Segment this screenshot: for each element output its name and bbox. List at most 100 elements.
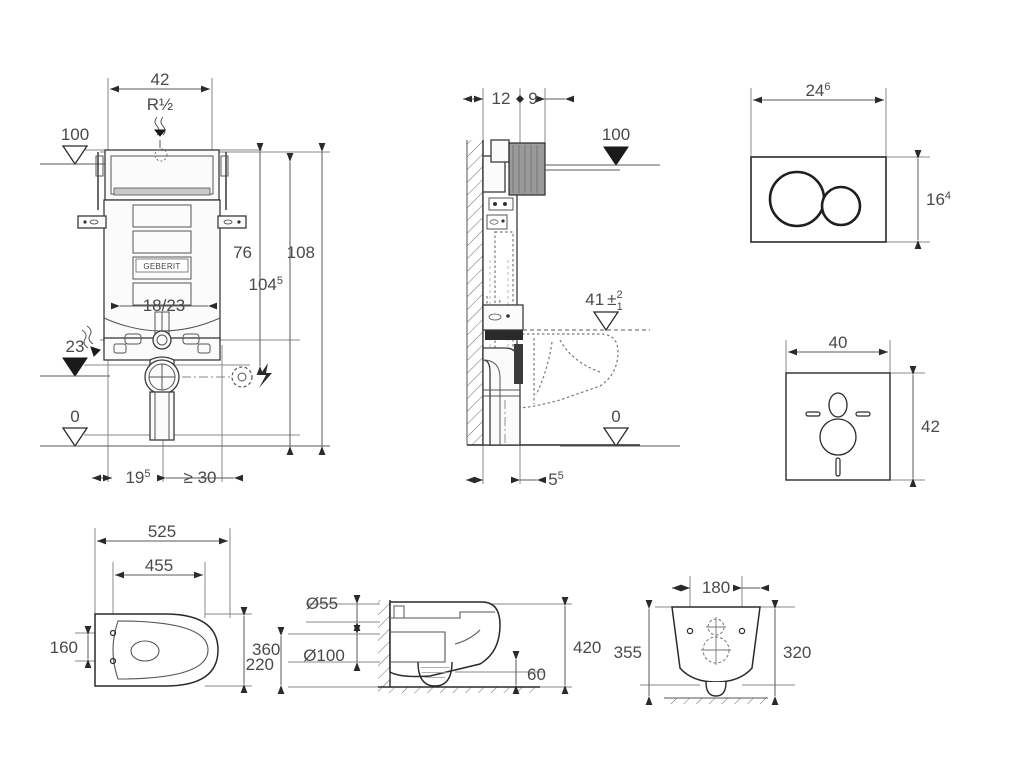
- dim-label-320: 320: [783, 643, 811, 662]
- dim-40: 40: [788, 333, 888, 356]
- floor-hatch-front: [664, 698, 768, 704]
- view-wc-side: Ø55 Ø100 220 60: [246, 594, 601, 694]
- dim-label-76: 76: [233, 243, 252, 262]
- dim-12: 12: [463, 89, 510, 108]
- level-marker-100-section: 100: [545, 125, 660, 166]
- wc-bowl-rim: [112, 620, 209, 680]
- view-front-elevation: 42 R½ 100: [40, 70, 330, 487]
- dim-label-55-offset: 55: [548, 470, 564, 489]
- dim-min30: ≥ 30: [157, 468, 243, 487]
- dim-label-195: 195: [125, 468, 150, 487]
- lightning-icon: [259, 363, 272, 388]
- dim-label-246: 246: [805, 81, 830, 100]
- dim-1823: 18/23: [111, 296, 217, 315]
- dim-1045: 1045: [249, 153, 294, 455]
- dim-label-180: 180: [702, 578, 730, 597]
- dim-220: 220: [246, 627, 285, 694]
- outlet-symbol-front: [701, 635, 731, 665]
- level-label-100-section: 100: [602, 125, 630, 144]
- dim-108: 108: [287, 143, 326, 455]
- level-label-0-front: 0: [70, 407, 79, 426]
- electric-socket-symbol: [182, 363, 272, 388]
- drain-outlet: [144, 356, 180, 441]
- level-marker-0-section: 0: [560, 407, 680, 448]
- dim-42: 42: [909, 366, 940, 487]
- dim-9: 9: [516, 89, 574, 108]
- bolt-hole-bottom: [109, 657, 117, 665]
- brand-plate: [135, 258, 189, 273]
- dim-label-160: 160: [50, 638, 78, 657]
- wc-connection: [482, 304, 524, 340]
- supply-box-top: [482, 139, 620, 196]
- dim-label-42: 42: [151, 70, 170, 89]
- dim-label-420: 420: [573, 638, 601, 657]
- view-wc-top: 525 455 160 360: [50, 522, 280, 693]
- flush-button-small[interactable]: [820, 185, 862, 227]
- dim-label-164: 164: [926, 190, 951, 209]
- dim-360: 360: [240, 607, 280, 693]
- dim-455: 455: [115, 556, 203, 579]
- mat-slot-right: [855, 411, 871, 417]
- supply-arrow-icon: [153, 116, 167, 148]
- mat-hole-vent: [828, 392, 848, 418]
- wall-section: [466, 140, 484, 445]
- dim-420: 420: [561, 597, 601, 694]
- level-marker-100-front: 100: [40, 125, 110, 166]
- mounting-rail-right: [217, 215, 247, 229]
- mounting-rail-left: [77, 215, 107, 229]
- dim-label-220: 220: [246, 655, 274, 674]
- cistern-body: GEBERIT: [77, 148, 247, 361]
- dim-vent55: Ø55: [306, 594, 361, 631]
- mat-hole-outlet: [819, 418, 857, 456]
- wc-trap-side: [417, 661, 453, 687]
- dim-525: 525: [97, 522, 228, 545]
- bolt-hole-front-right: [738, 627, 746, 635]
- brand-label: GEBERIT: [143, 262, 180, 271]
- dim-355: 355: [614, 600, 653, 705]
- view-flush-plate: 246 164: [750, 81, 951, 249]
- dim-160: 160: [50, 626, 92, 668]
- supply-inlet-left: [81, 325, 101, 357]
- view-side-section: 12 9: [463, 88, 680, 489]
- dim-outlet100: Ø100: [303, 625, 361, 671]
- dim-label-360: 360: [252, 640, 280, 659]
- wc-outlet-plan: [130, 640, 160, 662]
- dim-246: 246: [753, 81, 884, 104]
- level-label-0-section: 0: [611, 407, 620, 426]
- dim-42: 42: [110, 70, 210, 93]
- flush-button-large[interactable]: [768, 170, 826, 228]
- drain-elbow-section: [482, 344, 523, 446]
- dim-label-1045: 1045: [249, 275, 284, 294]
- dim-label-outlet100: Ø100: [303, 646, 345, 665]
- view-wc-front: 180 355 320: [614, 576, 811, 705]
- dim-label-thread: R½: [147, 95, 173, 114]
- dim-195: 195: [92, 468, 151, 487]
- wall-bolts: [113, 311, 211, 354]
- dim-label-vent55: Ø55: [306, 594, 338, 613]
- dim-label-12: 12: [492, 89, 511, 108]
- level-label-100-front: 100: [61, 125, 89, 144]
- level-marker-0-front: 0: [40, 407, 330, 448]
- mat-slot-bottom: [835, 457, 841, 477]
- dim-label-min30: ≥ 30: [184, 468, 217, 487]
- wc-outlet-front: [705, 681, 727, 697]
- dim-164: 164: [914, 150, 951, 249]
- bolt-hole-top: [109, 629, 117, 637]
- floor-hatch-side: [378, 687, 538, 693]
- dim-180: 180: [672, 578, 769, 597]
- trap-water: [420, 664, 450, 682]
- dim-label-1823: 18/23: [143, 296, 186, 315]
- view-insulation-mat: 40 42: [785, 333, 940, 487]
- dim-label-42mat: 42: [921, 417, 940, 436]
- dim-76: 76: [233, 143, 264, 375]
- dim-320: 320: [771, 600, 811, 705]
- wc-pan-plan: [94, 613, 219, 687]
- level-label-23: 23: [66, 337, 85, 356]
- dim-55-offset: 55: [466, 470, 564, 489]
- dim-label-60: 60: [527, 665, 546, 684]
- mat-slot-left: [805, 411, 821, 417]
